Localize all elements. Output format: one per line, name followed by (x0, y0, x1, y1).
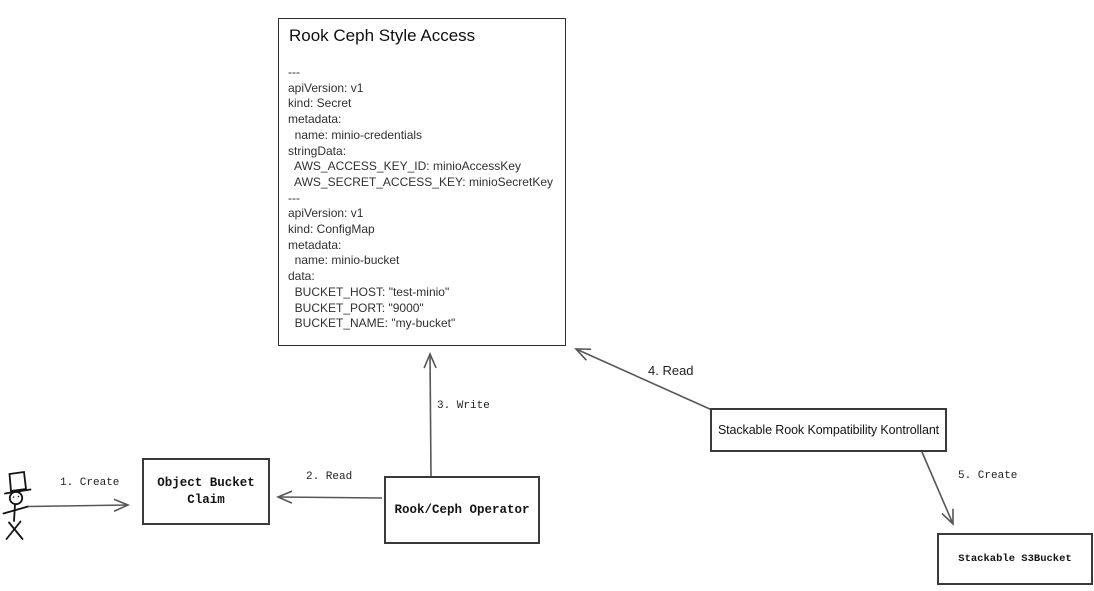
edge-label-3-write: 3. Write (437, 400, 490, 412)
node-label: Stackable S3Bucket (958, 553, 1072, 565)
node-rook-ceph-operator: Rook/Ceph Operator (384, 476, 540, 544)
node-label: Rook/Ceph Operator (394, 503, 530, 517)
node-stackable-s3bucket: Stackable S3Bucket (937, 533, 1093, 585)
edge-1-create-arrow (27, 505, 128, 507)
node-rook-ceph-style-access: Rook Ceph Style Access --- apiVersion: v… (278, 18, 566, 346)
stick-figure-hat (8, 470, 27, 493)
edge-label-1-create: 1. Create (60, 477, 120, 489)
edge-5-create-arrow (921, 451, 953, 524)
stick-figure-leg (5, 520, 22, 540)
edge-label-5-create: 5. Create (958, 470, 1018, 482)
yaml-manifest-text: --- apiVersion: v1 kind: Secret metadata… (288, 65, 553, 331)
user-stick-figure-icon (2, 470, 32, 540)
edge-label-2-read: 2. Read (306, 471, 353, 483)
node-stackable-rook-kompatibility-kontrollant: Stackable Rook Kompatibility Kontrollant (710, 408, 947, 452)
stick-figure-leg (8, 521, 24, 540)
stick-figure-body (13, 503, 16, 522)
edge-3-write-arrow (430, 354, 431, 477)
stick-figure-arms (2, 505, 29, 515)
node-label: Stackable Rook Kompatibility Kontrollant (717, 423, 940, 437)
node-label: Object Bucket Claim (157, 476, 255, 507)
main-box-title: Rook Ceph Style Access (289, 26, 476, 45)
edge-2-read-arrow (278, 497, 383, 498)
node-object-bucket-claim: Object Bucket Claim (142, 458, 270, 525)
edge-label-4-read: 4. Read (648, 363, 694, 378)
stick-figure-hat-brim (4, 488, 32, 495)
stick-figure-head (8, 490, 24, 506)
edge-4-read-arrow (576, 349, 713, 411)
